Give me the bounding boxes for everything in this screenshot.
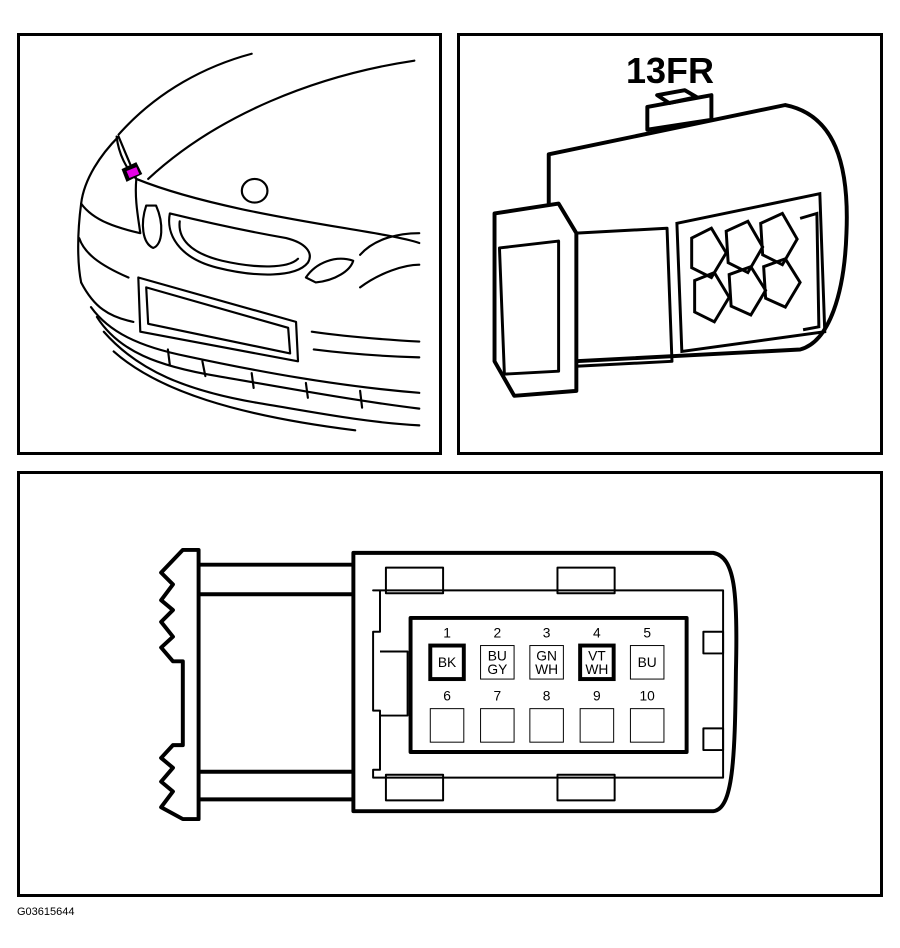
pin-number: 6: [443, 689, 451, 704]
shroud-notch: [380, 650, 409, 717]
pin-cavity: [578, 643, 616, 682]
pin-wire-color: WH: [535, 662, 558, 677]
bumper-left: [80, 281, 135, 323]
right-bumper-top: [359, 263, 421, 289]
housing-tab-bottom: [384, 773, 445, 802]
bumper-line-3: [102, 330, 421, 427]
main-grille: [168, 212, 311, 276]
bracket-side: [576, 226, 674, 368]
pin-cavity: [428, 643, 466, 682]
center-grille-bar: [141, 204, 163, 250]
left-lamp-lower: [78, 237, 130, 279]
badge: [240, 177, 269, 204]
hood-left-line: [117, 52, 253, 136]
pin-cavity: [480, 708, 515, 743]
housing-tab-bottom: [556, 773, 616, 802]
pin-number: 7: [493, 689, 501, 704]
housing-tab-top: [384, 566, 445, 595]
bumper-rib: [166, 348, 171, 367]
lower-intake-bottom: [312, 348, 421, 359]
pin-number: 5: [643, 626, 651, 641]
pin-cavity: [529, 708, 564, 743]
pin-number: 10: [640, 689, 656, 704]
bumper-line-4: [112, 350, 357, 432]
pin-field-frame: [408, 615, 689, 754]
pin-wire-color: BU: [488, 648, 507, 663]
pin-number: 4: [593, 626, 601, 641]
pin-number: 8: [543, 689, 551, 704]
hood-crease-line: [147, 59, 416, 181]
license-plate-outer: [137, 276, 300, 363]
bumper-rib: [359, 389, 364, 409]
pin-number: 3: [543, 626, 551, 641]
pin-wire-color: WH: [585, 662, 608, 677]
left-headlamp: [80, 135, 142, 235]
vehicle-location-panel: [17, 33, 442, 455]
fog-light: [304, 257, 355, 284]
bumper-line-2: [95, 315, 421, 410]
pin-wire-color: GN: [536, 648, 557, 663]
pin-wire-color: VT: [588, 648, 606, 663]
pin-wire-color: BK: [438, 655, 457, 670]
pin-cavity: [629, 708, 665, 743]
housing-tab-top: [556, 566, 616, 595]
right-key: [702, 630, 725, 655]
connector-3d-drawing: [492, 88, 849, 398]
bracket-inner: [497, 239, 561, 376]
bumper-rib: [201, 360, 207, 378]
connector-3d-panel: 13FR: [457, 33, 883, 455]
terminal-cavities: [675, 191, 827, 354]
pin-cavity: [429, 708, 465, 743]
bumper-line-1: [89, 306, 421, 394]
left-fender: [77, 202, 83, 284]
license-plate-inner: [145, 286, 292, 355]
locking-clip: [159, 547, 201, 822]
pin-cavity: [629, 645, 665, 680]
pin-wire-color: BU: [638, 655, 657, 670]
vehicle-front-drawing: [77, 52, 421, 432]
pin-wire-color: GY: [487, 662, 507, 677]
pin-number: 2: [493, 626, 501, 641]
right-fender: [359, 232, 421, 256]
pin-cavity: [529, 645, 564, 680]
lower-intake-top: [310, 330, 421, 343]
pin-cavity: [480, 645, 515, 680]
grille-inner: [178, 220, 300, 268]
pin-cavity: [579, 708, 615, 743]
pin-number: 9: [593, 689, 601, 704]
connector-location-marker: [121, 162, 143, 182]
connector-body: [546, 103, 849, 364]
right-key: [702, 727, 725, 752]
bumper-rib: [304, 381, 309, 399]
connector-label: 13FR: [625, 50, 715, 91]
hood-front-edge: [135, 177, 421, 245]
locking-bracket: [492, 201, 579, 398]
bumper-rib: [250, 372, 255, 390]
pin-number: 1: [443, 626, 451, 641]
connector-housing: [351, 550, 739, 814]
figure-id: G03615644: [17, 906, 75, 918]
latch-tab: [655, 88, 699, 106]
